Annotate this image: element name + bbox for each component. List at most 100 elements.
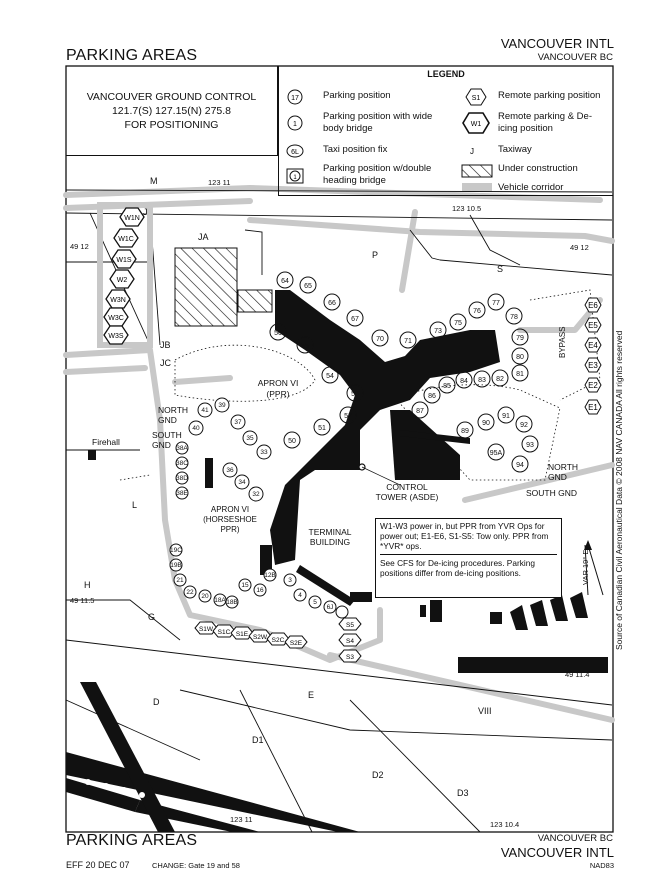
south-remote-positions: S1W S1C S1E S2W S2C S2E S5 S4 S3	[194, 617, 362, 663]
svg-text:32: 32	[252, 491, 260, 498]
svg-text:75: 75	[454, 320, 462, 327]
position-w3c: W3C	[103, 307, 129, 327]
horseshoe-labels: 41 39 37 35 33 36 34 32 40 38A 38C 38D 3…	[170, 402, 333, 611]
svg-text:38C: 38C	[176, 460, 188, 467]
coord-lon-top-left: 123 11	[208, 178, 231, 187]
svg-text:83: 83	[478, 377, 486, 384]
terminal-structures	[88, 290, 608, 673]
position-s2w: S2W	[248, 629, 272, 643]
legend-label-taxiway: Taxiway	[498, 144, 532, 155]
svg-text:18A: 18A	[214, 597, 226, 604]
svg-text:18B: 18B	[226, 599, 238, 606]
label-e1: E1	[588, 403, 598, 412]
label-e3: E3	[588, 361, 598, 370]
legend-label-parking: Parking position	[323, 90, 391, 101]
position-s1c: S1C	[212, 624, 236, 638]
position-s3: S3	[338, 649, 362, 663]
svg-text:19C: 19C	[170, 547, 182, 554]
taxiway-p: P	[372, 250, 379, 260]
firehall-label: Firehall	[92, 437, 120, 447]
coord-lon-bottom-left: 123 11	[230, 815, 253, 824]
variation-label: VAR 19° E	[581, 549, 590, 585]
svg-text:39: 39	[218, 402, 226, 409]
svg-text:81: 81	[516, 371, 524, 378]
taxiway-d: D	[153, 697, 160, 707]
construction-area-small	[237, 289, 273, 313]
svg-text:92: 92	[520, 422, 528, 429]
coord-lat-mid-right: 49 11.4	[565, 670, 590, 679]
svg-text:33: 33	[260, 449, 268, 456]
svg-text:S2E: S2E	[290, 640, 303, 647]
notes-box: W1-W3 power in, but PPR from YVR Ops for…	[375, 518, 562, 598]
svg-text:W3S: W3S	[108, 333, 124, 340]
svg-text:W1S: W1S	[116, 257, 132, 264]
taxiway-h: H	[84, 580, 91, 590]
control-tower-label: CONTROL TOWER (ASDE)	[375, 482, 439, 502]
svg-text:W2: W2	[117, 277, 128, 284]
bypass-label: BYPASS	[558, 326, 567, 358]
svg-text:53: 53	[351, 391, 359, 398]
svg-text:38E: 38E	[176, 490, 188, 497]
legend-label-double-bridge: Parking position w/double heading bridge	[323, 163, 432, 186]
svg-text:S1C: S1C	[218, 629, 231, 636]
ground-control-line2: 121.7(S) 127.15(N) 275.8	[111, 105, 232, 117]
svg-text:73: 73	[434, 328, 442, 335]
position-w2: W2	[109, 269, 135, 289]
coord-lon-bottom-right: 123 10.4	[490, 820, 520, 829]
svg-text:76: 76	[473, 308, 481, 315]
runway-diagonal-left	[80, 682, 175, 832]
position-w1n: W1N	[119, 207, 145, 227]
svg-text:78: 78	[510, 314, 518, 321]
svg-text:6J: 6J	[327, 604, 334, 611]
label-e2: E2	[588, 381, 598, 390]
svg-text:38A: 38A	[176, 445, 188, 452]
taxiway-d1: D1	[252, 735, 264, 745]
w-corridor	[97, 202, 153, 348]
svg-text:21: 21	[176, 577, 184, 584]
svg-text:64: 64	[281, 278, 289, 285]
svg-text:15: 15	[241, 582, 249, 589]
svg-text:W3C: W3C	[108, 315, 124, 322]
position-e6: E6	[584, 297, 602, 313]
svg-text:79: 79	[516, 335, 524, 342]
position-e2: E2	[584, 377, 602, 393]
coord-lon-top-right: 123 10.5	[452, 204, 482, 213]
legend-title: LEGEND	[427, 69, 465, 79]
svg-text:85: 85	[443, 383, 451, 390]
svg-text:S5: S5	[346, 622, 354, 629]
footer-change: CHANGE: Gate 19 and 58	[152, 861, 240, 870]
svg-text:W1: W1	[471, 121, 482, 128]
ground-control-box: VANCOUVER GROUND CONTROL 121.7(S) 127.15…	[66, 66, 278, 156]
svg-text:W3N: W3N	[110, 297, 126, 304]
taxiway-g: G	[148, 612, 156, 622]
footer-datum: NAD83	[589, 861, 614, 870]
position-e3: E3	[584, 357, 602, 373]
svg-text:22: 22	[186, 589, 194, 596]
svg-text:87: 87	[416, 408, 424, 415]
coord-lat-top-left: 49 12	[70, 242, 89, 251]
position-w3s: W3S	[103, 325, 129, 345]
ground-control-line3: FOR POSITIONING	[124, 119, 219, 131]
legend-symbols: 17 1 6L 1 S1 W1 J	[286, 88, 493, 191]
horseshoe-positions	[169, 397, 349, 619]
taxiway-d3: D3	[457, 788, 469, 798]
label-e4: E4	[588, 341, 598, 350]
legend-label-wide-body: Parking position with wide body bridge	[323, 111, 433, 134]
svg-text:38D: 38D	[176, 475, 188, 482]
svg-text:1: 1	[293, 121, 297, 128]
south-gnd-left-label: SOUTH GND	[152, 430, 182, 450]
svg-text:90: 90	[482, 420, 490, 427]
position-w1c: W1C	[113, 228, 139, 248]
taxiway-edges	[65, 189, 613, 833]
position-s1w: S1W	[194, 621, 218, 635]
taxiway-viii: VIII	[478, 706, 492, 716]
svg-text:20: 20	[201, 593, 209, 600]
position-e4: E4	[584, 337, 602, 353]
footer-city: VANCOUVER BC	[537, 833, 613, 844]
footer-effective: EFF 20 DEC 07	[66, 860, 130, 870]
svg-text:66: 66	[328, 300, 336, 307]
parking-position-labels: 64 65 66 67 70 71 73 75 76 77 78 79 80 8…	[274, 278, 534, 469]
svg-text:70: 70	[376, 336, 384, 343]
ground-control-line1: VANCOUVER GROUND CONTROL	[86, 91, 257, 103]
